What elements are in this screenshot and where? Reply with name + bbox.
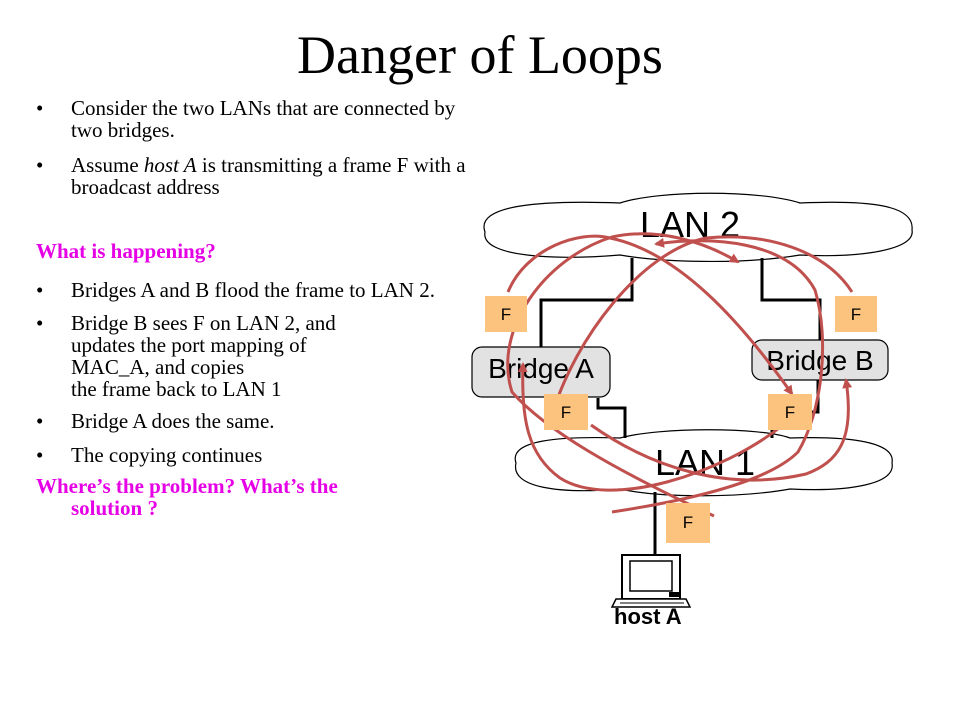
bullet-bridge-b-line3: MAC_A, and copies: [71, 355, 245, 379]
bridge-a-label: Bridge A: [488, 353, 594, 384]
lan2-label: LAN 2: [640, 204, 740, 245]
lan1-label: LAN 1: [655, 442, 755, 483]
arrow-host-to-lan2-via-b: [611, 237, 825, 514]
bullet-bridge-b-line1: Bridge B sees F on LAN 2, and: [71, 311, 336, 335]
frame-box-lan2-left: F: [485, 296, 527, 332]
frame-box-lan2-right: F: [835, 296, 877, 332]
slide-title: Danger of Loops: [297, 25, 663, 85]
bullet-host-a-em: host A: [143, 153, 197, 177]
heading-problem: Where’s the problem? What’s the solution…: [36, 475, 476, 519]
frame-label: F: [785, 403, 795, 422]
heading-problem-line2: solution ?: [71, 496, 158, 520]
frame-label: F: [851, 305, 861, 324]
bullet-bridge-b-line2: updates the port mapping of: [71, 333, 307, 357]
arrow-lan1-loop-left: [517, 362, 784, 492]
frame-box-host: F: [666, 503, 710, 543]
bullet-lans: Consider the two LANs that are connected…: [36, 97, 476, 141]
frame-box-lan1-right: F: [768, 394, 812, 430]
frame-label: F: [561, 403, 571, 422]
bullet-bridge-a: Bridge A does the same.: [36, 410, 476, 432]
bullet-copying: The copying continues: [36, 444, 476, 466]
arrow-lan1-loop-right: [590, 378, 853, 482]
bullet-bridge-b-line4: the frame back to LAN 1: [71, 377, 282, 401]
bullet-list: Consider the two LANs that are connected…: [36, 97, 476, 519]
heading-what-happening: What is happening?: [36, 239, 216, 263]
frame-label: F: [501, 305, 511, 324]
host-a-label: host A: [614, 604, 682, 629]
bridge-b-label: Bridge B: [766, 345, 873, 376]
computer-icon: [610, 554, 692, 608]
heading-problem-line1: Where’s the problem? What’s the: [36, 474, 338, 498]
bullet-host-a-post: is transmitting a frame F with a broadca…: [71, 153, 466, 199]
bullet-bridge-b: Bridge B sees F on LAN 2, and updates th…: [36, 312, 476, 400]
arrow-lan2-to-b-out: [506, 234, 794, 396]
bullet-host-a: Assume host A is transmitting a frame F …: [36, 154, 476, 198]
arrow-lan2-to-a-out: [550, 235, 854, 414]
bullet-host-a-pre: Assume: [71, 153, 144, 177]
bullet-flood: Bridges A and B flood the frame to LAN 2…: [36, 279, 476, 301]
frame-box-lan1-left: F: [544, 394, 588, 430]
frame-label: F: [683, 513, 693, 532]
